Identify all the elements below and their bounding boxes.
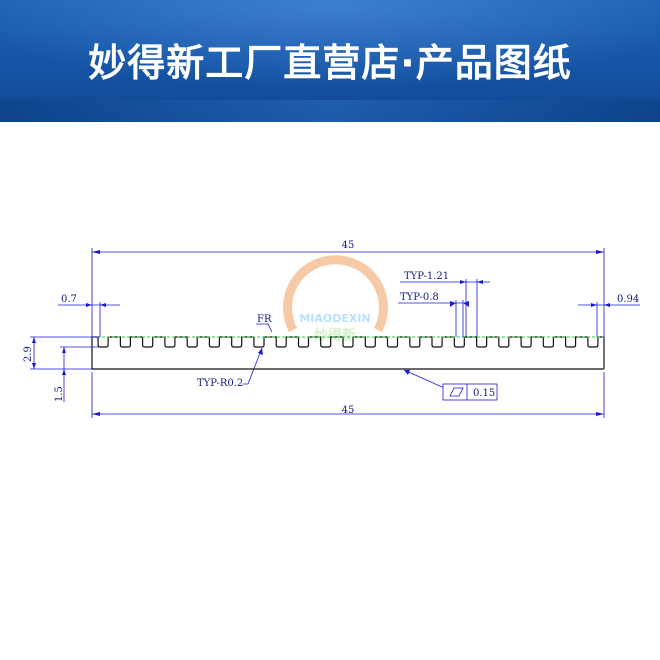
dim-arrowheads <box>32 250 610 416</box>
watermark-chinese: 妙得新 <box>314 327 356 344</box>
header-banner: 妙得新工厂直营店·产品图纸 <box>0 0 660 122</box>
dim-base-thickness: 1.5 <box>54 386 65 402</box>
dim-width-bottom: 45 <box>342 405 355 416</box>
flatness-frame <box>442 383 498 401</box>
flatness-icon <box>449 387 464 397</box>
dim-fin-width: TYP-0.8 <box>400 292 439 303</box>
leader-root-radius <box>243 347 263 385</box>
dim-fillet: FR <box>257 314 272 325</box>
heatsink-profile <box>91 336 605 370</box>
fin-comb-outline <box>91 336 605 369</box>
leader-flatness <box>403 369 443 388</box>
dim-left-gap: 0.7 <box>61 294 77 305</box>
dim-total-height: 2.9 <box>23 346 34 362</box>
dim-flatness: 0.15 <box>473 388 495 399</box>
dim-width-top: 45 <box>342 240 355 251</box>
banner-glow <box>0 0 660 90</box>
dim-right-gap: 0.94 <box>617 294 639 305</box>
watermark-ring <box>283 255 388 333</box>
banner-title: 妙得新工厂直营店·产品图纸 <box>88 41 572 85</box>
dim-fin-pitch: TYP-1.21 <box>404 271 449 282</box>
dim-root-radius: TYP-R0.2 <box>197 378 243 389</box>
banner-stripe <box>0 100 660 122</box>
brand-watermark: MIAODEXIN 妙得新 <box>283 255 388 344</box>
leader-fillet <box>256 323 273 333</box>
watermark-latin: MIAODEXIN <box>299 312 370 325</box>
